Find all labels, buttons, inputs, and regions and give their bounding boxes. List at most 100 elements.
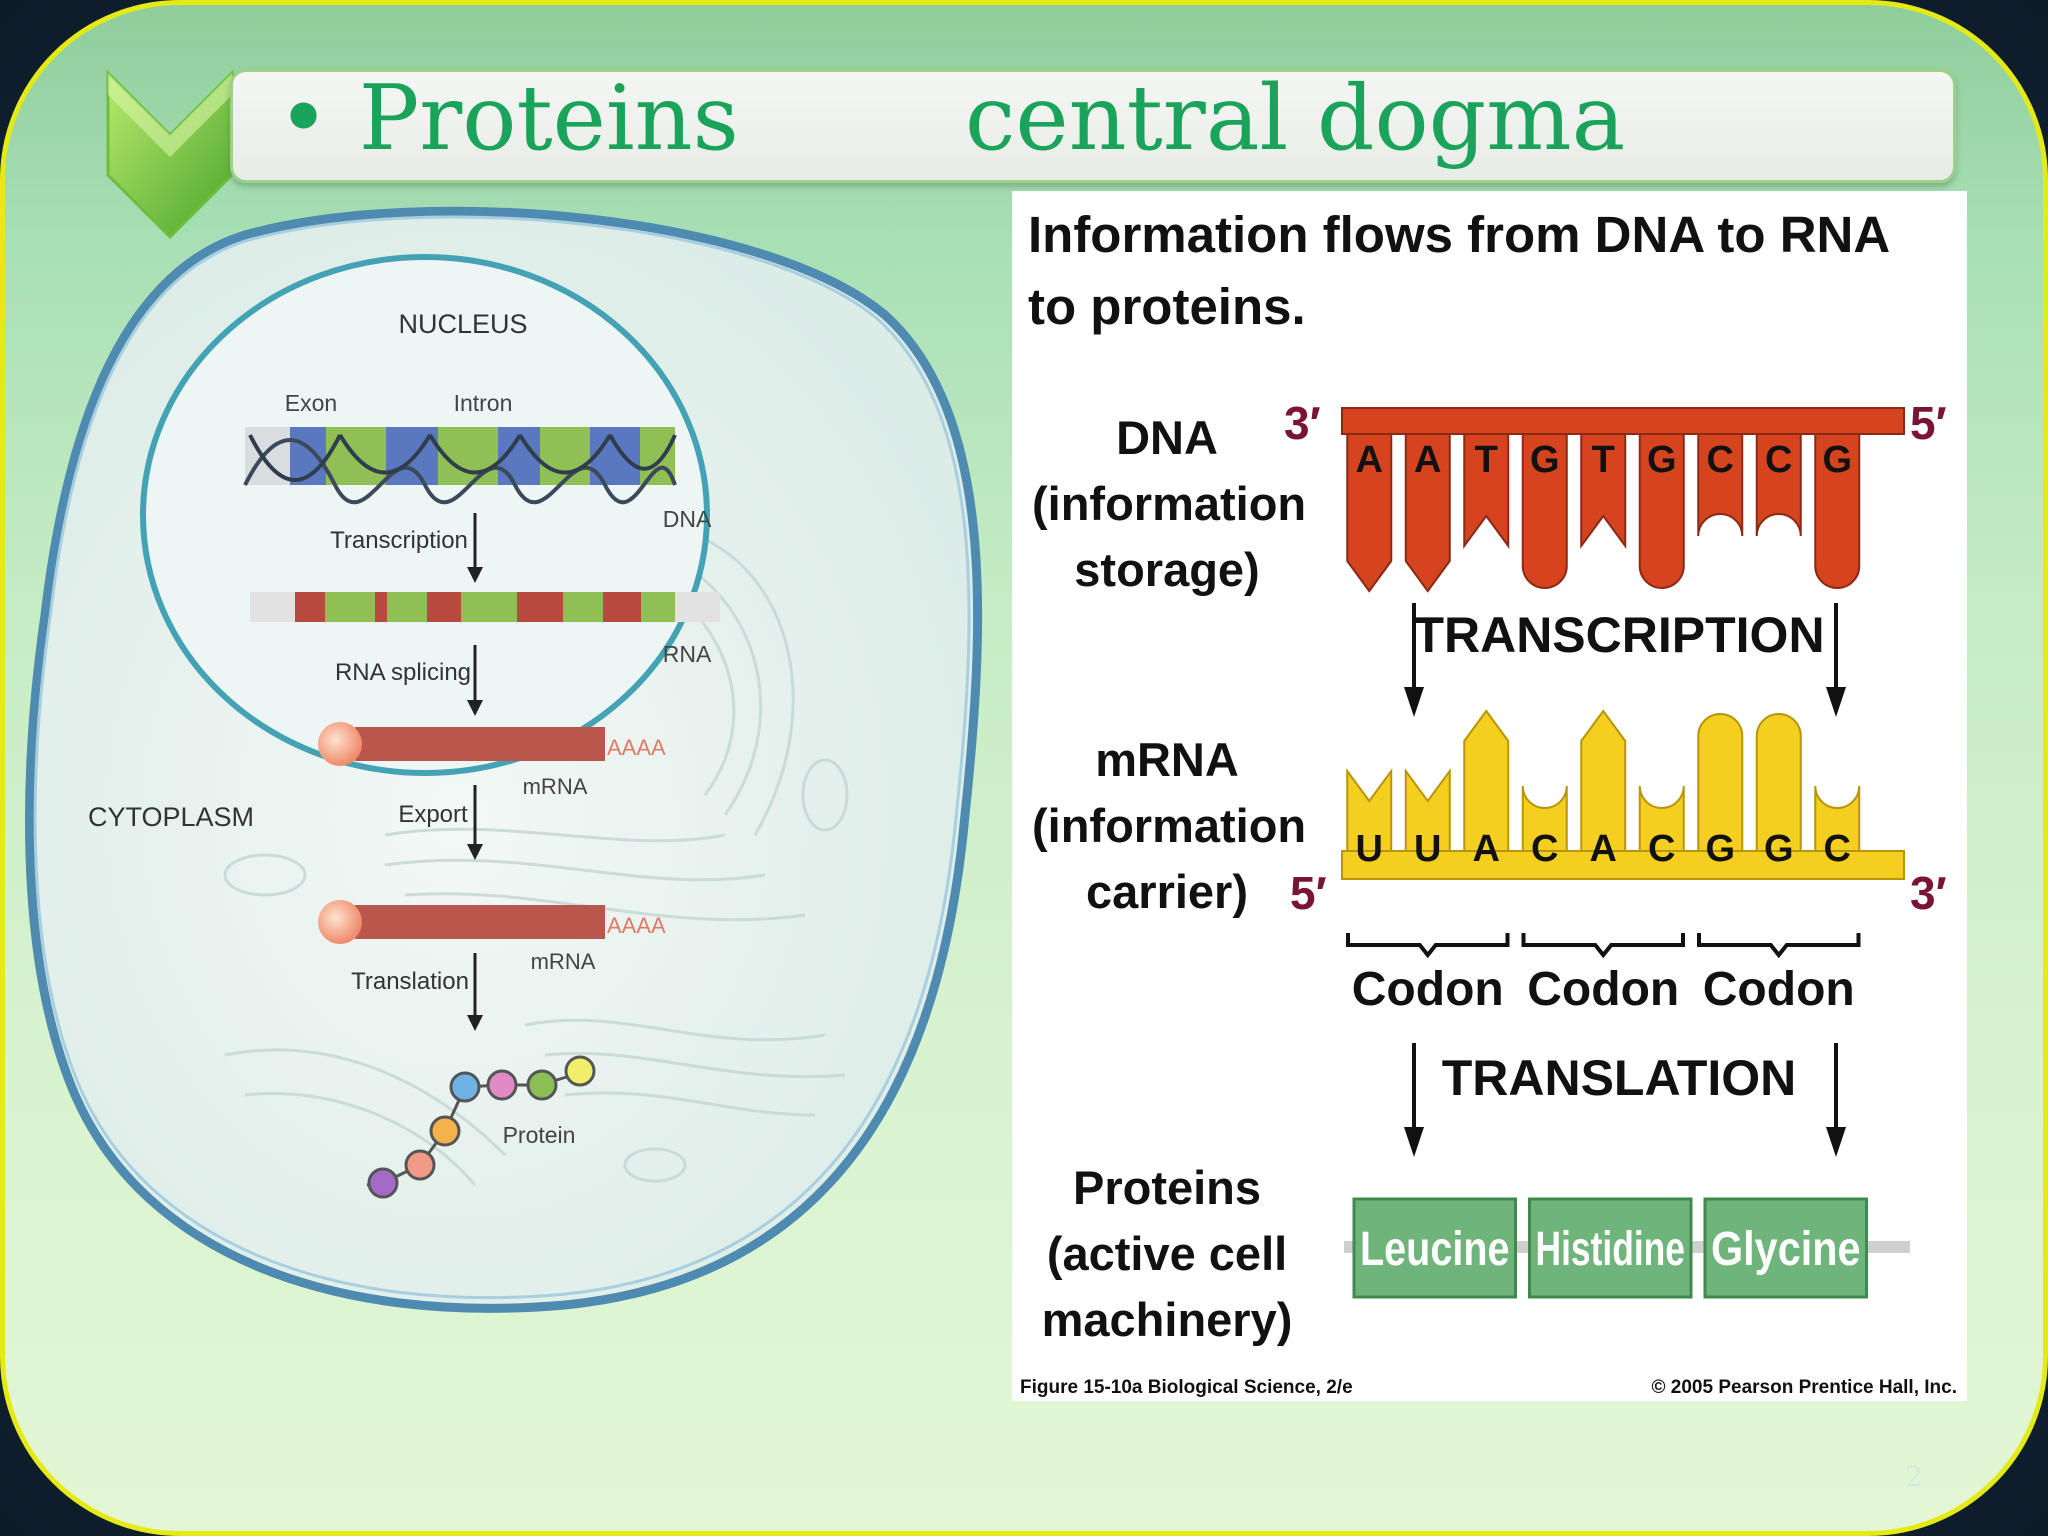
nucleus-label: NUCLEUS xyxy=(398,309,527,339)
dna-base-shape xyxy=(1580,433,1627,550)
protein-role-line1: Proteins xyxy=(1072,1161,1262,1214)
codon-label: Codon xyxy=(1352,963,1504,1016)
dna-base-shape xyxy=(1814,433,1861,589)
rna-label-left: RNA xyxy=(663,641,712,667)
codon-brace xyxy=(1346,933,1510,959)
export-label: Export xyxy=(398,801,468,828)
dna-base-shape xyxy=(1521,433,1568,589)
mrna-base-letter: A xyxy=(1473,828,1500,870)
poly-a-1: AAAA xyxy=(607,735,666,760)
dna-base-shape xyxy=(1404,433,1451,593)
mrna-base-shape xyxy=(1755,713,1802,852)
amino-acid-label: Histidine xyxy=(1536,1223,1686,1276)
mrna-role-line1: mRNA xyxy=(1095,733,1239,786)
mrna-base-shape xyxy=(1814,785,1861,852)
exon-label: Exon xyxy=(285,390,337,416)
mrna-base-letter: G xyxy=(1705,828,1735,870)
transcription-step: TRANSCRIPTION xyxy=(1413,607,1824,663)
dna-base-letter: C xyxy=(1707,439,1734,481)
nucleus-membrane xyxy=(140,254,710,776)
dna-backbone xyxy=(1341,407,1905,435)
figure-heading-line1: Information flows from DNA to RNA xyxy=(1028,206,1891,263)
dna-base-letter: T xyxy=(1592,439,1615,481)
cell-diagram: NUCLEUS Exon Intron DNA Transcription xyxy=(25,206,983,1313)
amino-acid-label: Leucine xyxy=(1360,1223,1510,1276)
slide-title-bullet: • Proteins xyxy=(277,65,739,173)
title-bar xyxy=(230,69,1956,183)
dna-role-line3: storage) xyxy=(1074,543,1260,596)
dna-base-letter: A xyxy=(1356,439,1383,481)
central-dogma-figure: Information flows from DNA to RNA to pro… xyxy=(1012,191,1967,1401)
intron-label: Intron xyxy=(454,390,513,416)
codon-brace xyxy=(1521,933,1685,959)
dna-base-letter: G xyxy=(1647,439,1677,481)
title-proteins: Proteins xyxy=(358,66,739,171)
mrna-label-2: mRNA xyxy=(531,949,596,974)
amino-acid-box xyxy=(1352,1197,1517,1299)
mrna-label-1: mRNA xyxy=(523,774,588,799)
dna-base-letter: C xyxy=(1765,439,1792,481)
mrna-base-letter: G xyxy=(1764,828,1794,870)
page-number: 2 xyxy=(1905,1460,1923,1493)
protein-role-line3: machinery) xyxy=(1041,1293,1293,1346)
mrna-base-shape xyxy=(1521,785,1568,852)
dna-role-label: DNA (information storage) xyxy=(1032,405,1307,603)
rna-splicing-label: RNA splicing xyxy=(335,659,471,686)
protein-role-line2: (active cell xyxy=(1046,1227,1288,1280)
mrna-role-line3: carrier) xyxy=(1086,865,1248,918)
protein-label: Protein xyxy=(503,1122,576,1148)
dna-5prime: 5′ xyxy=(1910,397,1947,449)
amino-acid-box xyxy=(1703,1197,1868,1299)
amino-acid-box xyxy=(1528,1197,1693,1299)
mrna-base-shape xyxy=(1580,709,1627,852)
mrna-role-label: mRNA (information carrier) xyxy=(1032,727,1307,925)
codon-label: Codon xyxy=(1527,963,1679,1016)
dna-base-shape xyxy=(1346,433,1393,593)
mrna-base-shape xyxy=(1404,767,1451,852)
dna-label-left: DNA xyxy=(663,506,712,532)
mrna-base-letter: C xyxy=(1648,828,1675,870)
dna-base-shape xyxy=(1638,433,1685,589)
mrna-base-shape xyxy=(1697,713,1744,852)
amino-acid-label: Glycine xyxy=(1711,1223,1861,1276)
mrna-3prime: 3′ xyxy=(1910,867,1947,919)
dna-base-shape xyxy=(1697,433,1744,537)
title-central-dogma: central dogma xyxy=(965,66,1626,171)
mrna-base-shape xyxy=(1346,767,1393,852)
protein-role-label: Proteins (active cell machinery) xyxy=(1032,1155,1302,1353)
transcription-label: Transcription xyxy=(330,527,468,554)
mrna-strand-2 xyxy=(318,900,605,944)
figure-caption-right: © 2005 Pearson Prentice Hall, Inc. xyxy=(1652,1377,1957,1398)
mrna-role-line2: (information xyxy=(1032,799,1307,852)
pre-mrna xyxy=(250,592,720,622)
mrna-5prime: 5′ xyxy=(1290,867,1327,919)
dna-base-letter: T xyxy=(1475,439,1498,481)
mrna-strand-1 xyxy=(318,722,605,766)
poly-a-2: AAAA xyxy=(607,913,666,938)
dna-3prime: 3′ xyxy=(1284,397,1321,449)
amino-acid-chain: Leucine Histidine Glycine xyxy=(1344,1197,1910,1299)
dna-base-shape xyxy=(1463,433,1510,550)
mrna-base-letter: U xyxy=(1414,828,1441,870)
translation-step: TRANSLATION xyxy=(1442,1050,1797,1106)
dna-role-line2: (information xyxy=(1032,477,1307,530)
codon-brace xyxy=(1697,933,1861,959)
figure-heading-line2: to proteins. xyxy=(1028,278,1306,335)
mrna-base-letter: C xyxy=(1531,828,1558,870)
figure-caption-left: Figure 15-10a Biological Science, 2/e xyxy=(1020,1377,1353,1398)
mrna-base-letter: U xyxy=(1356,828,1383,870)
dna-base-letter: A xyxy=(1414,439,1441,481)
bullet: • xyxy=(277,66,331,171)
translation-label: Translation xyxy=(351,968,469,995)
dna-base-shape xyxy=(1755,433,1802,537)
dna-base-letter: G xyxy=(1530,439,1560,481)
dna-role-line1: DNA xyxy=(1116,411,1218,464)
dna-helix xyxy=(243,427,677,505)
mrna-base-shape xyxy=(1463,709,1510,852)
mrna-base-letter: C xyxy=(1824,828,1851,870)
